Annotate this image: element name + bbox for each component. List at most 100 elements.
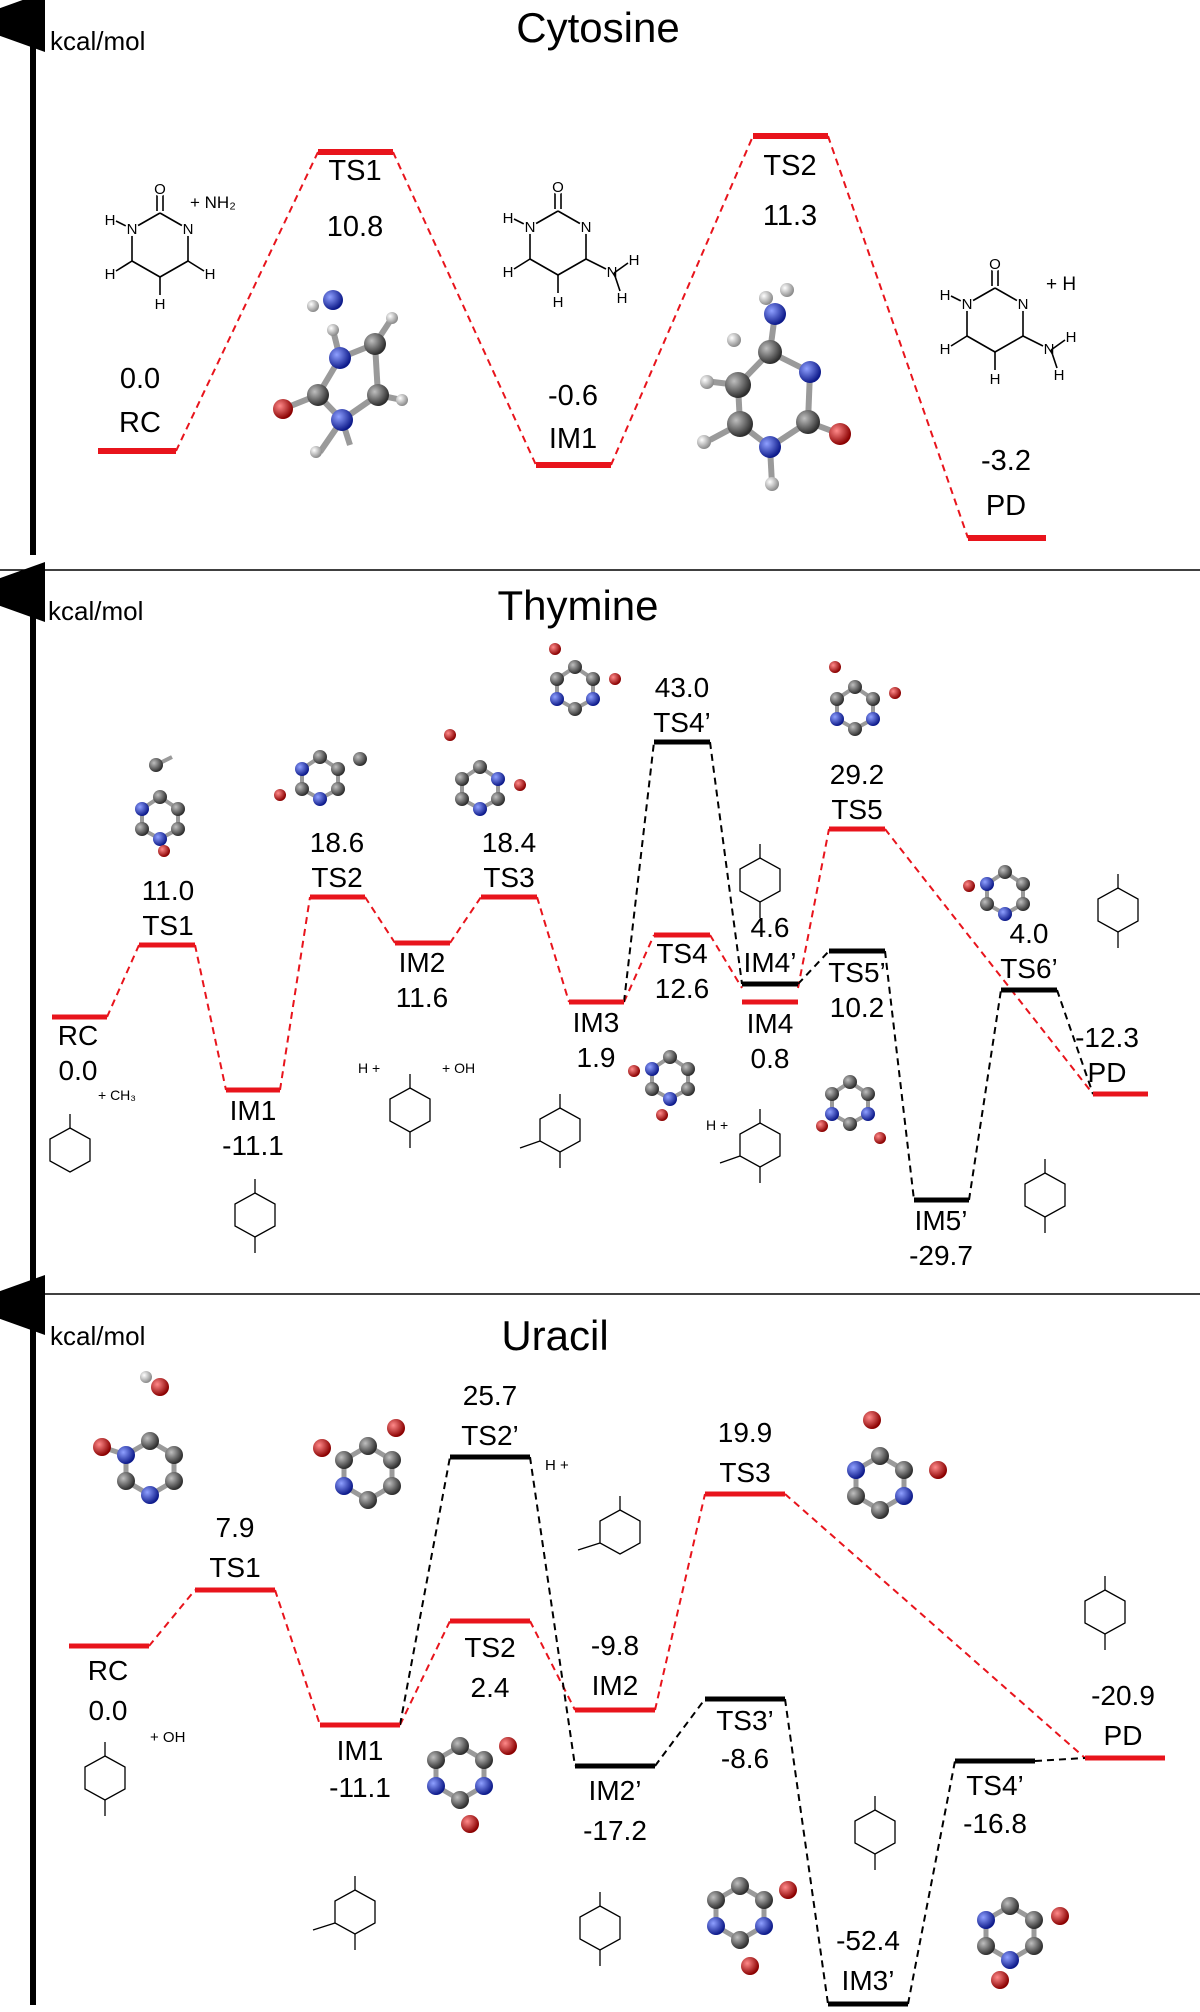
level-name: IM1 — [549, 423, 597, 455]
level-value: 0.0 — [89, 1695, 128, 1726]
panel-thymine: kcal/mol Thymine — [0, 562, 1148, 1285]
level-name: RC — [88, 1655, 128, 1686]
energy-levels — [69, 1454, 1165, 2007]
level-name: TS2 — [311, 862, 362, 893]
svg-text:O: O — [154, 181, 166, 198]
structure-3d-t-ts6p — [963, 865, 1030, 921]
level-value: 12.6 — [655, 973, 710, 1004]
structure-2d-t-rc — [49, 1114, 91, 1173]
axis-unit-label: kcal/mol — [48, 596, 143, 626]
level-name: IM4 — [747, 1008, 794, 1039]
structure-3d-u-im1 — [313, 1419, 405, 1509]
level-name: TS4 — [656, 938, 707, 969]
structure-2d-u-rc — [84, 1742, 126, 1816]
structure-3d-t-ts2 — [274, 750, 367, 806]
level-value: 0.8 — [751, 1043, 790, 1074]
structure-2d-t-pd — [1097, 874, 1139, 948]
level-name: IM5’ — [915, 1205, 968, 1236]
alt-path-connectors — [399, 1456, 1086, 2005]
level-name: PD — [1088, 1057, 1127, 1088]
level-value: 25.7 — [463, 1380, 518, 1411]
reaction-path-connectors — [106, 828, 1094, 1095]
panel-title: Cytosine — [516, 4, 679, 51]
energy-levels — [98, 133, 1046, 541]
level-value: 10.8 — [327, 211, 383, 243]
level-name: TS3 — [719, 1457, 770, 1488]
level-value: 0.0 — [59, 1055, 98, 1086]
svg-text:N: N — [581, 219, 592, 236]
level-name: TS4’ — [653, 707, 711, 738]
level-name: TS4’ — [966, 1770, 1024, 1801]
level-value: 7.9 — [216, 1512, 255, 1543]
level-name: IM1 — [230, 1095, 277, 1126]
svg-text:N: N — [1044, 341, 1055, 358]
svg-text:H: H — [629, 252, 640, 269]
svg-text:H: H — [940, 341, 951, 358]
structure-2d-u-im2p — [579, 1892, 621, 1966]
level-name: IM2 — [399, 947, 446, 978]
level-value: -12.3 — [1075, 1022, 1139, 1053]
level-name: TS1 — [209, 1552, 260, 1583]
level-name: TS5’ — [828, 957, 886, 988]
reaction-path-connectors — [148, 1493, 1086, 1759]
level-value: 11.3 — [763, 200, 817, 232]
level-value: 18.6 — [310, 827, 365, 858]
svg-text:H: H — [155, 296, 166, 313]
level-name: TS6’ — [1000, 953, 1058, 984]
axis-unit-label: kcal/mol — [50, 1321, 145, 1351]
structure-2d-t-im3 — [519, 1094, 581, 1168]
level-value: 10.2 — [830, 992, 885, 1023]
species-text: H + — [545, 1457, 569, 1474]
level-name: PD — [986, 490, 1026, 522]
svg-text:H: H — [1054, 367, 1065, 384]
structure-3d-t-ts5p — [816, 1075, 886, 1144]
species-text: + OH — [150, 1729, 185, 1746]
level-name: IM2 — [592, 1670, 639, 1701]
structure-2d-t-im5p — [1024, 1159, 1066, 1233]
level-name: IM1 — [337, 1735, 384, 1766]
level-name: PD — [1104, 1720, 1143, 1751]
level-value: 4.0 — [1010, 918, 1049, 949]
level-name: TS2 — [464, 1632, 515, 1663]
structure-3d-t-ts5 — [829, 661, 901, 736]
svg-text:H: H — [105, 212, 116, 229]
level-value: -8.6 — [721, 1743, 769, 1774]
structure-3d-t-ts4 — [628, 1050, 695, 1121]
reaction-path-connectors — [175, 135, 969, 539]
level-value: 18.4 — [482, 827, 537, 858]
svg-text:N: N — [525, 219, 536, 236]
species-text: H + — [358, 1060, 380, 1076]
level-name: TS2’ — [461, 1420, 519, 1451]
species-text: + CH₃ — [98, 1087, 136, 1103]
species-text: + OH — [442, 1060, 475, 1076]
panel-title: Thymine — [497, 582, 658, 629]
level-value: -17.2 — [583, 1815, 647, 1846]
svg-text:H: H — [105, 266, 116, 283]
structure-2d-t-im4 — [719, 1109, 781, 1183]
level-value: -3.2 — [981, 445, 1031, 477]
svg-text:H: H — [990, 371, 1001, 388]
structure-2d-u-ts3p — [854, 1796, 896, 1870]
axis-unit-label: kcal/mol — [50, 26, 145, 56]
level-value: 1.9 — [577, 1042, 616, 1073]
level-value: -20.9 — [1091, 1680, 1155, 1711]
species-text: + NH₂ — [190, 193, 236, 212]
level-name: TS2 — [763, 150, 816, 182]
structure-3d-u-ts2 — [427, 1737, 517, 1833]
level-name: IM2’ — [589, 1775, 642, 1806]
svg-text:H: H — [205, 266, 216, 283]
level-name: RC — [119, 407, 161, 439]
level-name: IM3’ — [842, 1965, 895, 1996]
structure-3d-t-ts1 — [135, 755, 185, 857]
level-name: IM3 — [573, 1007, 620, 1038]
svg-text:H: H — [940, 287, 951, 304]
structure-2d-t-im2 — [389, 1074, 431, 1148]
level-value: 19.9 — [718, 1417, 773, 1448]
structure-3d-ts1 — [273, 290, 408, 458]
svg-text:O: O — [989, 256, 1001, 273]
level-value: -16.8 — [963, 1808, 1027, 1839]
structure-3d-u-rc — [93, 1371, 183, 1504]
level-value: 4.6 — [751, 912, 790, 943]
structure-2d-u-im1 — [312, 1876, 376, 1950]
